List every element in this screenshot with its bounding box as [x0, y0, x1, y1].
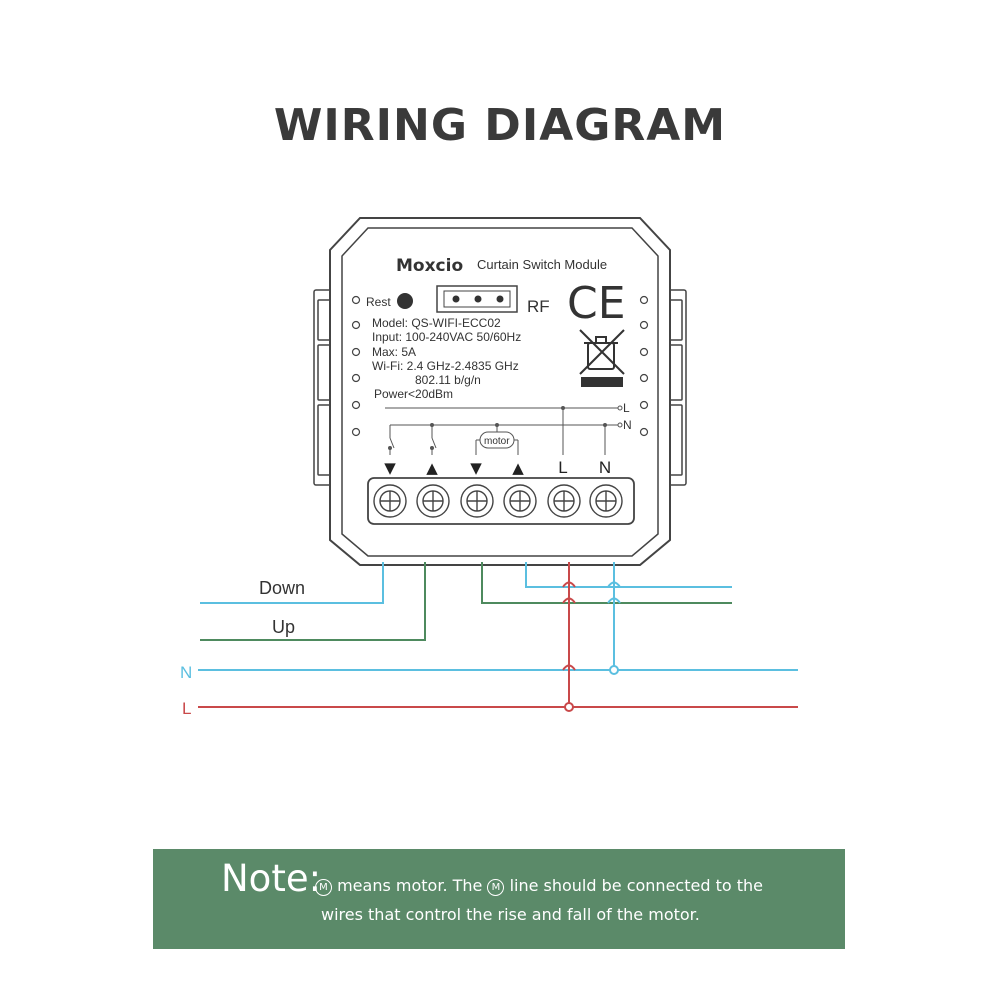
- terminal-screws: [373, 484, 623, 518]
- module-side-dots: [351, 295, 649, 437]
- terminal-label-down-2: ▼: [470, 459, 482, 477]
- terminal-screw: [503, 484, 537, 518]
- wire-crossovers: [562, 581, 621, 671]
- note-line-2: wires that control the rise and fall of …: [321, 905, 700, 924]
- wire-junctions: [564, 665, 619, 712]
- weee-bin-icon: [579, 329, 625, 387]
- spec-block: Model: QS-WIFI-ECC02 Input: 100-240VAC 5…: [372, 316, 521, 401]
- motor-symbol-icon: M: [315, 879, 332, 896]
- label-up: Up: [272, 617, 295, 637]
- note-text-1b: line should be connected to the: [509, 876, 763, 895]
- terminal-screw: [589, 484, 623, 518]
- reset-label: Rest: [366, 295, 391, 309]
- product-name: Curtain Switch Module: [477, 257, 607, 272]
- bus-label-n: N: [623, 418, 632, 432]
- terminal-label-n: N: [599, 458, 611, 477]
- note-label: Note:: [221, 857, 322, 900]
- label-neutral: N: [180, 663, 192, 682]
- terminal-screw: [547, 484, 581, 518]
- rf-connector: [436, 285, 518, 313]
- external-wiring: [198, 562, 798, 708]
- terminal-screw: [460, 484, 494, 518]
- label-live: L: [182, 699, 191, 718]
- page-title: WIRING DIAGRAM: [273, 100, 727, 151]
- terminal-label-down-1: ▼: [384, 459, 396, 477]
- terminal-label-l: L: [558, 458, 567, 477]
- spec-max: Max: 5A: [372, 345, 416, 359]
- note-panel: Note: M means motor. The M line should b…: [153, 849, 845, 949]
- internal-schematic: [385, 405, 623, 455]
- terminal-label-up-1: ▲: [426, 459, 438, 477]
- motor-label: motor: [484, 436, 510, 447]
- wire-down: [200, 562, 384, 604]
- terminal-labels: ▼ ▲ ▼ ▲ L N: [384, 458, 611, 477]
- spec-power: Power<20dBm: [374, 387, 453, 401]
- terminal-screw: [373, 484, 407, 518]
- rf-label: RF: [527, 297, 550, 316]
- spec-input: Input: 100-240VAC 50/60Hz: [372, 330, 521, 344]
- note-line-1: M means motor. The M line should be conn…: [315, 876, 763, 896]
- spec-wifi: Wi-Fi: 2.4 GHz-2.4835 GHz: [372, 359, 519, 373]
- bus-label-l: L: [623, 401, 630, 415]
- label-down: Down: [259, 578, 305, 598]
- spec-wifi-std: 802.11 b/g/n: [415, 373, 481, 387]
- spec-model: Model: QS-WIFI-ECC02: [372, 316, 501, 330]
- note-text-1a: means motor. The: [337, 876, 483, 895]
- motor-symbol-icon: M: [487, 879, 505, 896]
- ce-mark: CE: [567, 278, 626, 329]
- wire-motor-blue: [525, 562, 732, 588]
- terminal-screw: [416, 484, 450, 518]
- brand-logo: Moxcio: [396, 256, 463, 276]
- wire-motor-green: [481, 562, 732, 604]
- wire-up: [200, 562, 426, 641]
- reset-button[interactable]: [397, 293, 413, 309]
- terminal-label-up-2: ▲: [512, 459, 524, 477]
